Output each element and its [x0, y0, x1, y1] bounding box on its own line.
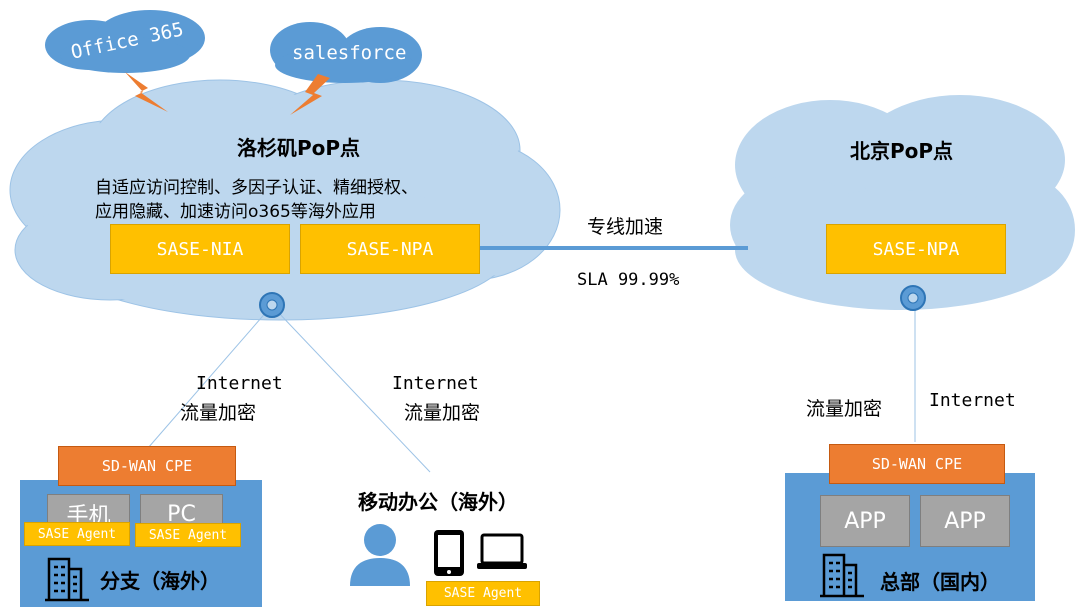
bj-pop-title: 北京PoP点 [850, 139, 954, 163]
link-label: 专线加速 [587, 216, 664, 238]
branch-sd-wan-cpe: SD-WAN CPE [58, 446, 236, 486]
hq-link-encrypt: 流量加密 [806, 398, 883, 420]
branch-agent-1: SASE Agent [24, 522, 130, 546]
building-icon [45, 557, 89, 602]
la-desc-line2: 应用隐藏、加速访问o365等海外应用 [95, 202, 376, 222]
sase-nia-box: SASE-NIA [110, 224, 290, 274]
office365-cloud [45, 10, 205, 73]
app-box-2: APP [920, 495, 1010, 547]
la-node-icon [259, 292, 285, 318]
mobile-title: 移动办公（海外） [358, 490, 518, 514]
branch-link-encrypt: 流量加密 [180, 402, 257, 424]
branch-link-internet: Internet [196, 373, 283, 394]
hq-sd-wan-cpe: SD-WAN CPE [829, 444, 1005, 484]
mobile-link-encrypt: 流量加密 [404, 402, 481, 424]
building-icon [820, 553, 864, 598]
hq-link-internet: Internet [929, 390, 1016, 411]
hq-label: 总部（国内） [880, 570, 1000, 594]
lightning-icon [290, 74, 330, 115]
la-pop-title: 洛杉矶PoP点 [237, 136, 361, 160]
sla-label: SLA 99.99% [577, 270, 680, 290]
branch-agent-2: SASE Agent [135, 523, 241, 547]
branch-label: 分支（海外） [100, 569, 220, 593]
mobile-link-internet: Internet [392, 373, 479, 394]
user-icon [350, 524, 410, 586]
bj-node-icon [900, 285, 926, 311]
app-box-1: APP [820, 495, 910, 547]
phone-icon [434, 530, 464, 576]
laptop-icon [477, 533, 527, 569]
bj-sase-npa-box: SASE-NPA [826, 224, 1006, 274]
salesforce-label: salesforce [292, 42, 407, 64]
la-sase-npa-box: SASE-NPA [300, 224, 480, 274]
lightning-icon [125, 72, 168, 112]
beijing-cloud [730, 95, 1075, 310]
la-desc-line1: 自适应访问控制、多因子认证、精细授权、 [95, 178, 418, 198]
salesforce-cloud [270, 22, 422, 83]
mobile-agent: SASE Agent [426, 581, 540, 606]
